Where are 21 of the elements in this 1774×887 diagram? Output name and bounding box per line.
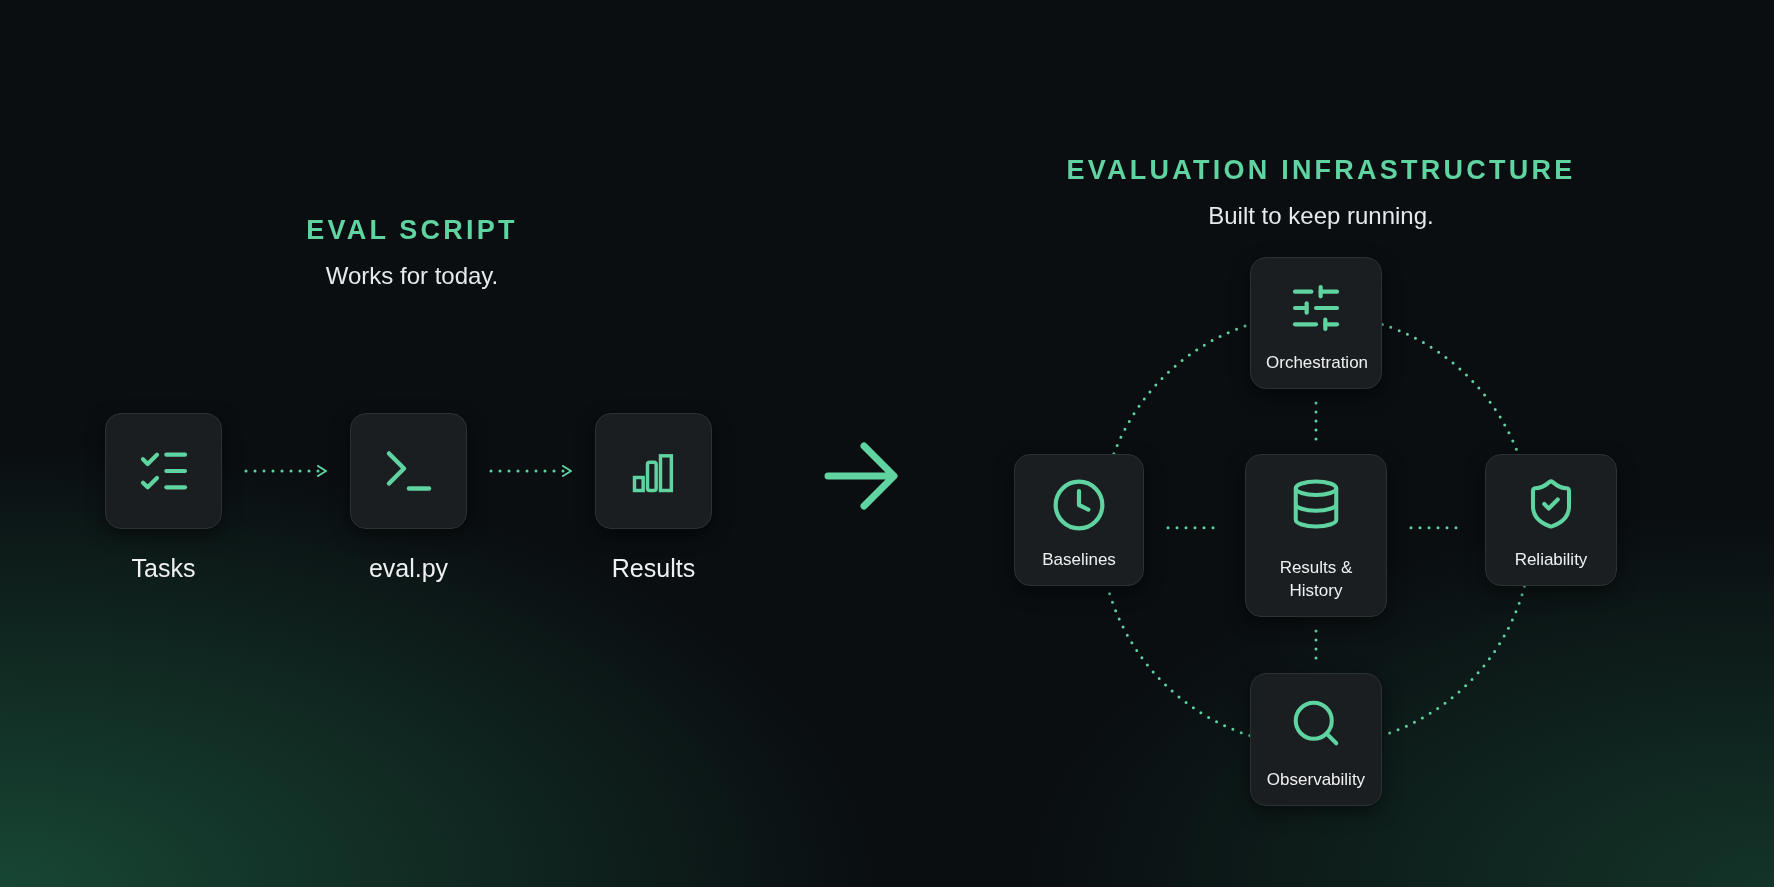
dotted-connector <box>1314 629 1318 661</box>
section-subtitle: Works for today. <box>324 261 500 291</box>
component-card <box>1014 454 1144 586</box>
section-heading: EVALUATION INFRASTRUCTURE <box>1065 154 1577 187</box>
step-label: eval.py <box>368 553 449 584</box>
card-label: Observability <box>1266 769 1366 791</box>
dotted-arrow <box>244 465 328 477</box>
section-subtitle: Built to keep running. <box>1207 201 1435 231</box>
step-label: Tasks <box>131 553 196 584</box>
component-card <box>1250 673 1382 806</box>
component-card <box>1250 257 1382 389</box>
dotted-arrow <box>489 465 573 477</box>
card-label: Baselines <box>1042 549 1116 571</box>
card-label: Results & History <box>1278 557 1354 602</box>
card-label: Orchestration <box>1266 352 1366 374</box>
section-heading: EVAL SCRIPT <box>305 214 519 247</box>
card-label: Reliability <box>1514 549 1588 571</box>
component-card <box>1245 454 1387 617</box>
component-card <box>1485 454 1617 586</box>
dotted-connector <box>1314 401 1318 442</box>
step-label: Results <box>611 553 696 584</box>
